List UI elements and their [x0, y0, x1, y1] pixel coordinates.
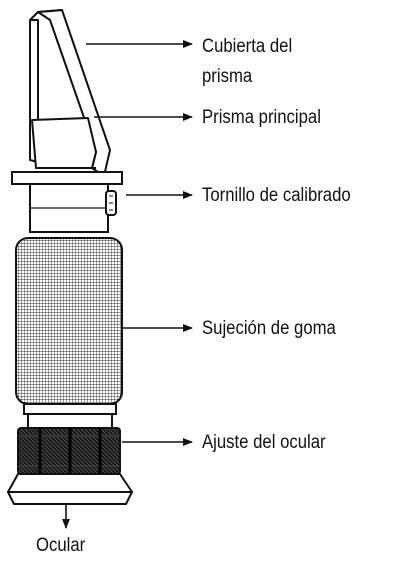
upper-tube — [29, 183, 109, 233]
label-eyepiece: Ocular — [36, 535, 86, 556]
lower-neck — [23, 403, 117, 429]
main-prism — [31, 117, 97, 169]
label-eyepiece-adjust: Ajuste del ocular — [202, 432, 326, 453]
rubber-grip — [15, 237, 123, 405]
eyepiece-adjust-ring — [17, 427, 121, 475]
eyepiece — [7, 473, 133, 505]
label-calibration-screw: Tornillo de calibrado — [202, 185, 351, 206]
label-main-prism: Prisma principal — [202, 107, 321, 128]
label-rubber-grip: Sujeción de goma — [202, 318, 336, 339]
label-prism-cover: Cubierta del prisma — [202, 36, 293, 87]
calibration-screw — [105, 190, 117, 216]
hinge-plate — [11, 171, 123, 185]
